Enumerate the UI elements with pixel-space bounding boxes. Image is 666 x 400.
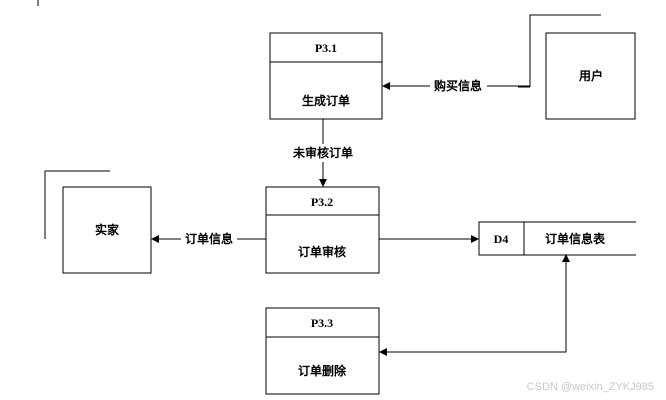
process-p31-id: P3.1: [315, 41, 337, 55]
datastore-d4-label: 订单信息表: [545, 231, 606, 246]
flow-unreviewed-order-label: 未审核订单: [292, 145, 353, 160]
datastore-d4: D4 订单信息表: [478, 221, 636, 256]
watermark: CSDN @weixin_ZYKJ985: [527, 381, 654, 393]
entity-user: 用户: [529, 14, 636, 120]
flow-purchase-info-label: 购买信息: [434, 78, 482, 93]
process-p31: P3.1 生成订单: [269, 32, 383, 120]
process-p32-label: 订单审核: [298, 244, 346, 259]
entity-seller-label: 实家: [95, 222, 120, 237]
process-p33-label: 订单删除: [298, 363, 347, 378]
process-p32: P3.2 订单审核: [265, 186, 380, 274]
process-p33: P3.3 订单删除: [265, 307, 380, 395]
flow-store-to-delete: [379, 256, 567, 356]
flow-purchase-info: 购买信息: [382, 77, 530, 95]
datastore-d4-id: D4: [494, 232, 509, 246]
flow-order-info-label: 订单信息: [185, 231, 233, 246]
flow-order-info: 订单信息: [151, 230, 266, 248]
flow-unreviewed-order: 未审核订单: [288, 119, 358, 187]
entity-user-label: 用户: [578, 68, 603, 83]
process-p32-id: P3.2: [311, 195, 333, 209]
entity-seller: 实家: [44, 170, 152, 274]
process-p33-id: P3.3: [311, 316, 333, 330]
process-p31-label: 生成订单: [302, 93, 350, 108]
